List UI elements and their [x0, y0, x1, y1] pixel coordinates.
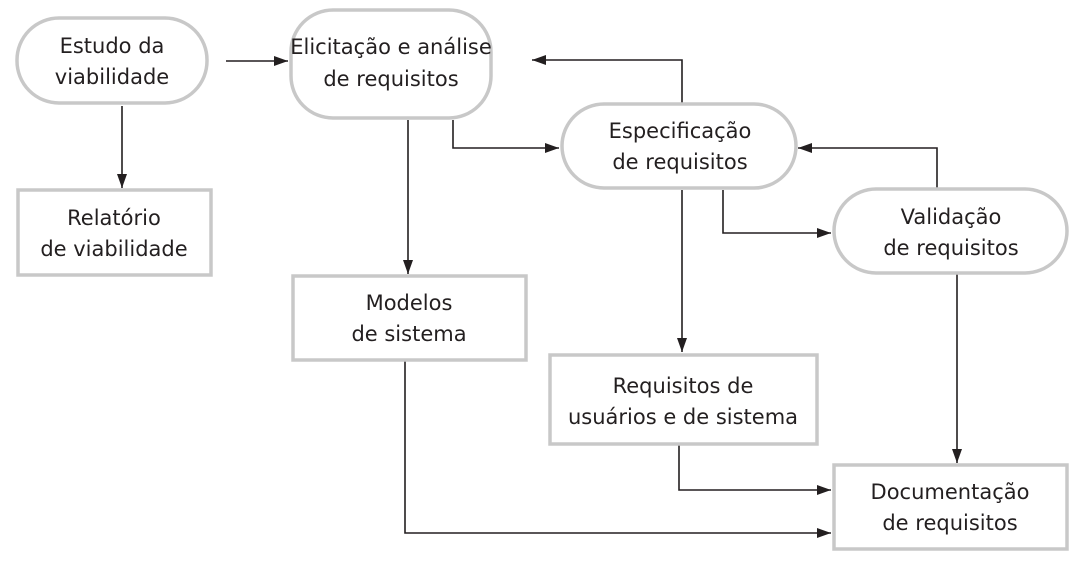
node-label-line1: Elicitação e análise [290, 35, 492, 59]
edge-especificacao-to-elicitacao [532, 55, 683, 103]
node-label-line2: usuários e de sistema [568, 405, 798, 429]
edge-especificacao-to-validacao [722, 190, 831, 238]
node-label-line1: Modelos [366, 291, 453, 315]
node-label-line2: de requisitos [882, 511, 1017, 535]
node-estudo-viabilidade[interactable]: Estudo da viabilidade [15, 16, 209, 105]
edge-requisitos-usuarios-to-documentacao [678, 444, 831, 495]
node-label-line2: de viabilidade [40, 237, 187, 261]
edge-elicitacao-to-especificacao [452, 120, 559, 153]
node-relatorio-viabilidade[interactable]: Relatório de viabilidade [16, 188, 213, 277]
node-label-line1: Relatório [67, 206, 161, 230]
edge-validacao-to-especificacao [798, 143, 938, 188]
node-label-line2: de sistema [351, 322, 466, 346]
node-elicitacao-analise[interactable]: Elicitação e análise de requisitos [289, 8, 493, 120]
node-modelos-sistema[interactable]: Modelos de sistema [291, 274, 528, 362]
edge-modelos-to-documentacao [404, 360, 831, 538]
node-label-line1: Estudo da [60, 34, 165, 58]
node-label-line1: Documentação [871, 480, 1030, 504]
node-label-line2: de requisitos [323, 67, 458, 91]
node-label-line1: Especificação [609, 119, 752, 143]
node-label-line2: de requisitos [883, 236, 1018, 260]
node-validacao[interactable]: Validação de requisitos [832, 187, 1069, 275]
node-label-line2: viabilidade [55, 65, 169, 89]
edges [117, 55, 962, 538]
node-label-line2: de requisitos [612, 150, 747, 174]
node-documentacao-requisitos[interactable]: Documentação de requisitos [832, 463, 1069, 551]
node-especificacao[interactable]: Especificação de requisitos [560, 102, 798, 190]
node-label-line1: Requisitos de [613, 374, 754, 398]
node-requisitos-usuarios-sistema[interactable]: Requisitos de usuários e de sistema [548, 353, 819, 446]
node-label-line1: Validação [901, 205, 1002, 229]
